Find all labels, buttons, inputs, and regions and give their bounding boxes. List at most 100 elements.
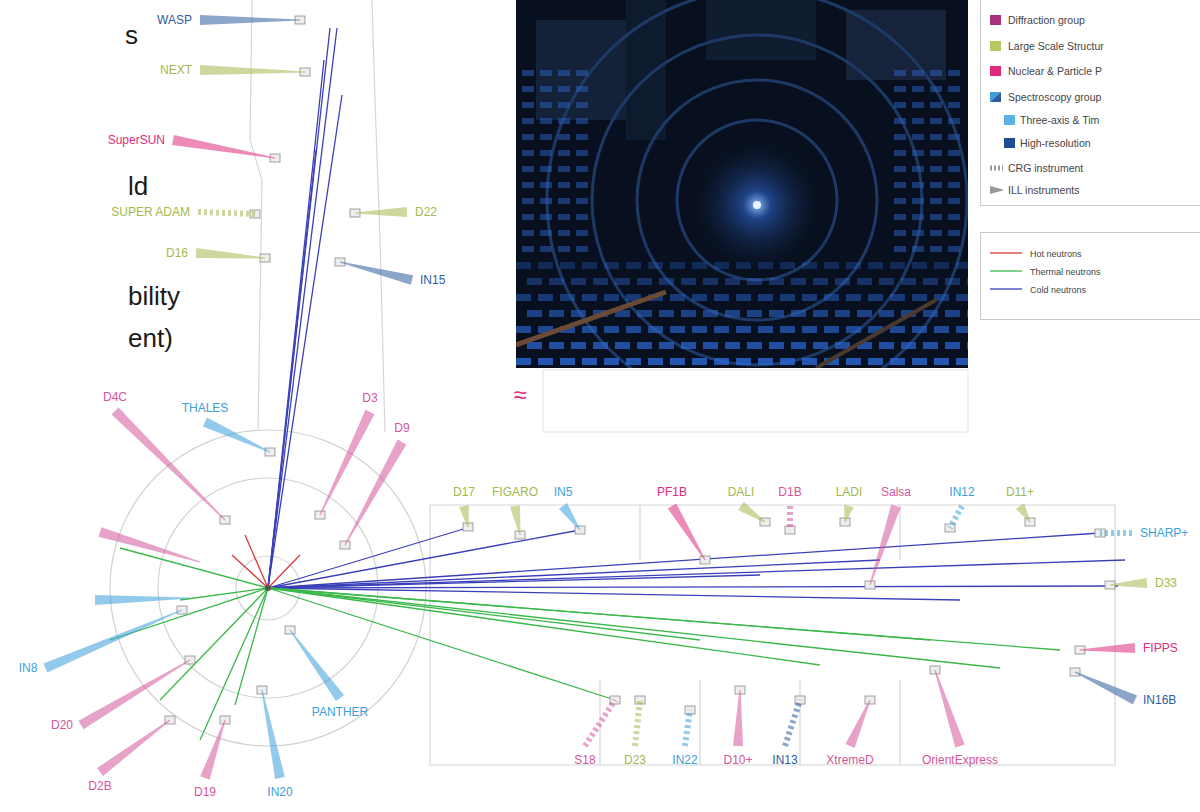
instrument-label: D23 xyxy=(624,754,646,766)
neutron-beam xyxy=(268,588,1060,650)
pool-lattice xyxy=(912,150,924,156)
pool-lattice xyxy=(558,118,570,124)
pool-lattice xyxy=(659,278,674,285)
pool-lattice xyxy=(558,246,570,252)
pool-lattice xyxy=(670,262,685,269)
pool-lattice xyxy=(637,278,652,285)
pool-lattice xyxy=(558,150,570,156)
legend-text: CRG instrument xyxy=(1008,162,1083,174)
pool-lattice xyxy=(637,342,652,349)
crg-wedge xyxy=(1100,530,1132,536)
pool-ring xyxy=(637,80,877,320)
legend-sample xyxy=(990,162,1004,174)
pool-lattice xyxy=(527,278,542,285)
instrument-label: D20 xyxy=(51,719,73,731)
pool-lattice xyxy=(901,342,916,349)
building-outline xyxy=(110,0,1115,765)
instrument-wedge xyxy=(290,630,345,701)
legend-sample-part xyxy=(990,288,1022,289)
pool-lattice xyxy=(626,326,641,333)
pool-lattice xyxy=(894,70,906,76)
pool-lattice xyxy=(802,294,817,301)
pool-lattice xyxy=(780,358,795,365)
slide-text: ld xyxy=(128,173,148,199)
pool-lattice xyxy=(681,342,696,349)
pool-lattice xyxy=(558,86,570,92)
pool-lattice xyxy=(894,182,906,188)
legend-text: Three-axis & Tim xyxy=(1020,114,1099,126)
neutron-beam xyxy=(268,28,330,588)
neutron-beam xyxy=(268,95,342,588)
pool-lattice xyxy=(894,118,906,124)
hall-wall xyxy=(899,680,900,765)
pool-lattice xyxy=(923,278,938,285)
pool-lattice xyxy=(945,342,960,349)
reactor-core xyxy=(265,585,271,591)
pool-lattice xyxy=(912,198,924,204)
pool-lattice xyxy=(948,70,960,76)
pool-lattice xyxy=(857,278,872,285)
hall-wall xyxy=(799,680,800,765)
pool-lattice xyxy=(540,86,552,92)
pool-lattice xyxy=(824,326,839,333)
hall-wall xyxy=(899,505,900,560)
hall-wall xyxy=(250,0,262,430)
instrument-label: D10+ xyxy=(723,754,752,766)
pool-lattice xyxy=(930,86,942,92)
pool-lattice xyxy=(637,310,652,317)
pool-lattice xyxy=(571,342,586,349)
instrument-wedge xyxy=(172,135,275,159)
pool-pipe xyxy=(816,300,936,368)
instrument-wedge xyxy=(95,595,190,605)
instrument-label: IN8 xyxy=(19,662,38,674)
pool-lattice xyxy=(912,118,924,124)
pool-lattice xyxy=(522,230,534,236)
pool-lattice xyxy=(576,134,588,140)
pool-lattice xyxy=(736,294,751,301)
pool-lattice xyxy=(824,262,839,269)
legend-sample-part xyxy=(990,92,1001,102)
pool-lattice xyxy=(930,150,942,156)
pool-lattice xyxy=(540,214,552,220)
pool-lattice xyxy=(540,246,552,252)
neutron-beam xyxy=(268,588,930,640)
pool-lattice xyxy=(648,262,663,269)
legend-item: Thermal neutrons xyxy=(1030,265,1101,278)
legend-item: Hot neutrons xyxy=(1030,247,1082,260)
pool-lattice xyxy=(769,310,784,317)
pool-lattice xyxy=(930,70,942,76)
pool-lattice xyxy=(846,294,861,301)
pool-lattice xyxy=(560,358,575,365)
pool-lattice xyxy=(736,326,751,333)
pool-lattice xyxy=(912,214,924,220)
pool-lattice xyxy=(948,150,960,156)
pool-lattice xyxy=(945,310,960,317)
instrument-label: SuperSUN xyxy=(108,134,165,146)
pool-lattice xyxy=(540,230,552,236)
pool-lattice xyxy=(894,246,906,252)
pool-lattice xyxy=(604,326,619,333)
legend-item: Nuclear & Particle P xyxy=(1008,65,1102,77)
legend-text: Thermal neutrons xyxy=(1030,267,1101,277)
pool-lattice xyxy=(604,262,619,269)
pool-lattice xyxy=(967,310,968,317)
pool-lattice xyxy=(692,262,707,269)
pool-lattice xyxy=(930,182,942,188)
pool-lattice xyxy=(824,294,839,301)
instrument-wedge xyxy=(340,261,413,284)
legend-swatch xyxy=(990,15,1001,25)
pool-lattice xyxy=(560,294,575,301)
pool-lattice xyxy=(934,294,949,301)
instrument-label: FIPPS xyxy=(1143,642,1178,654)
pool-lattice xyxy=(802,262,817,269)
pool-lattice xyxy=(835,278,850,285)
caption-frame xyxy=(543,370,968,432)
pool-lattice xyxy=(868,262,883,269)
pool-lattice xyxy=(725,310,740,317)
legend-text: High-resolution xyxy=(1020,137,1091,149)
pool-lattice xyxy=(558,102,570,108)
pool-lattice xyxy=(725,342,740,349)
pool-structure xyxy=(536,20,626,120)
pool-lattice xyxy=(791,278,806,285)
